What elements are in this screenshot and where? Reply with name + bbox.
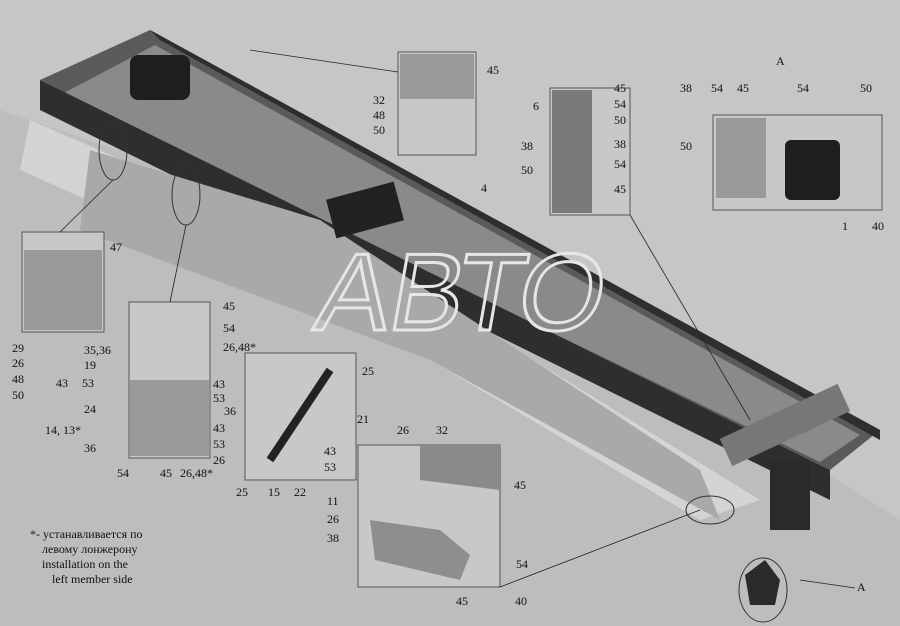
callout-bottom-box: 26 xyxy=(397,423,409,437)
detail-a-plate xyxy=(716,118,766,198)
detail-bolt xyxy=(266,367,334,463)
callout-box-6: 38 xyxy=(521,139,533,153)
callout-bottom-box: 11 xyxy=(327,494,339,508)
leader-lines xyxy=(59,49,856,589)
right-member xyxy=(150,30,880,440)
callout-view-a-ref: A xyxy=(857,580,866,594)
callout-box-6: 38 xyxy=(614,137,626,151)
callout-left-box: 29 xyxy=(12,341,24,355)
callout-mid-left-box: 43 xyxy=(213,377,225,391)
rear-tube xyxy=(719,383,851,467)
detail-a-bracket xyxy=(785,140,840,200)
callout-left-box: 35,36 xyxy=(84,343,111,357)
circle-mark-3 xyxy=(685,495,735,525)
callout-bracket-box: 36 xyxy=(224,404,236,418)
callout-view-a: 1 xyxy=(842,219,848,233)
callout-bottom-box: 45 xyxy=(456,594,468,608)
view-a-bracket xyxy=(745,560,780,605)
callout-box-6: 54 xyxy=(614,157,626,171)
callout-bracket-box: 22 xyxy=(294,485,306,499)
callout-bracket-box: 15 xyxy=(268,485,280,499)
frame-inner xyxy=(60,45,860,462)
footnote-line-4: left member side xyxy=(52,572,133,586)
callout-view-a: 40 xyxy=(872,219,884,233)
footnote-line-3: installation on the xyxy=(42,557,128,571)
callout-mid-left-box: 45 xyxy=(223,299,235,313)
callout-left-box: 53 xyxy=(82,376,94,390)
footnote-line-2: левому лонжерону xyxy=(42,542,138,556)
callout-view-a: 54 xyxy=(711,81,723,95)
callout-mid-left-box: 45 xyxy=(160,466,172,480)
callout-box-6: 50 xyxy=(614,113,626,127)
callout-left-box: 47 xyxy=(110,240,122,254)
rear-bracket xyxy=(770,460,810,530)
callout-view-a: A xyxy=(776,54,785,68)
callout-bottom-box: 38 xyxy=(327,531,339,545)
callout-box-6: 6 xyxy=(533,99,539,113)
view-a-circle xyxy=(738,557,788,623)
callout-bottom-box: 40 xyxy=(515,594,527,608)
detail-plate-11 xyxy=(370,520,470,580)
left-member xyxy=(40,80,830,500)
callout-box-6: 45 xyxy=(614,182,626,196)
detail-bottom-upper-plate xyxy=(420,445,500,490)
callout-left-box: 43 xyxy=(56,376,68,390)
callout-mid-left-box: 26,48* xyxy=(223,340,256,354)
lower-member xyxy=(80,150,720,520)
watermark-logo: АВТО xyxy=(308,232,617,354)
callout-view-a: 45 xyxy=(737,81,749,95)
callout-mid-left-box: 24 xyxy=(84,402,96,416)
callout-box-6: 50 xyxy=(521,163,533,177)
callout-mid-left-box: 54 xyxy=(223,321,235,335)
callout-view-a: 38 xyxy=(680,81,692,95)
callout-frame: 4 xyxy=(481,181,487,195)
callout-bottom-box: 26 xyxy=(327,512,339,526)
callout-box-6: 54 xyxy=(614,97,626,111)
callout-bottom-box: 45 xyxy=(514,478,526,492)
callout-bracket-box: 21 xyxy=(357,412,369,426)
callout-view-a: 50 xyxy=(680,139,692,153)
callout-top-box: 32 xyxy=(373,93,385,107)
detail-6-plate xyxy=(552,90,592,213)
callout-left-box: 48 xyxy=(12,372,24,386)
callout-view-a: 50 xyxy=(860,81,872,95)
callout-box-6: 45 xyxy=(614,81,626,95)
crossmember-plate xyxy=(326,181,404,239)
callout-mid-left-box: 26 xyxy=(213,453,225,467)
callout-mid-left-box: 54 xyxy=(117,466,129,480)
callout-bottom-box: 32 xyxy=(436,423,448,437)
detail-mid-plate xyxy=(130,380,209,456)
callout-bracket-box: 25 xyxy=(362,364,374,378)
callout-bracket-box: 43 xyxy=(324,444,336,458)
callout-bracket-box: 25 xyxy=(236,485,248,499)
callout-top-box: 50 xyxy=(373,123,385,137)
callout-left-box: 50 xyxy=(12,388,24,402)
callout-top-box: 48 xyxy=(373,108,385,122)
callout-left-box: 26 xyxy=(12,356,24,370)
footnote: *- устанавливается по левому лонжерону i… xyxy=(30,527,143,587)
callout-mid-left-box: 14, 13* xyxy=(45,423,81,437)
mount-bracket xyxy=(130,55,190,100)
callout-mid-left-box: 53 xyxy=(213,437,225,451)
callout-mid-left-box: 36 xyxy=(84,441,96,455)
callout-mid-left-box: 43 xyxy=(213,421,225,435)
callout-view-a: 54 xyxy=(797,81,809,95)
callout-mid-left-box: 53 xyxy=(213,391,225,405)
callout-top-box: 45 xyxy=(487,63,499,77)
callout-left-box: 19 xyxy=(84,358,96,372)
detail-top-plate xyxy=(400,54,474,99)
callout-mid-left-box: 26,48* xyxy=(180,466,213,480)
callout-bottom-box: 54 xyxy=(516,557,528,571)
detail-left-plate xyxy=(24,250,102,330)
footnote-line-1: *- устанавливается по xyxy=(30,527,143,541)
callout-bracket-box: 53 xyxy=(324,460,336,474)
